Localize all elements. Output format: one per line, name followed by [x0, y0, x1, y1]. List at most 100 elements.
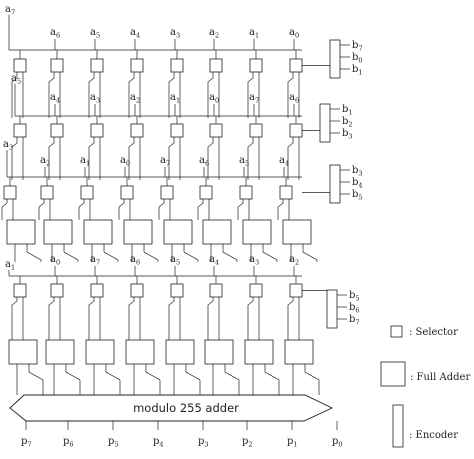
adder-carry-wire — [28, 364, 44, 395]
selector-row-1-col-4 — [130, 58, 144, 73]
selector-row-1-col-3 — [90, 58, 104, 73]
input-label-row-2-3: a2 — [130, 92, 140, 105]
input-label-row-4-6: a3 — [249, 254, 259, 267]
adder-carry-wire — [264, 364, 280, 395]
full-adder-row-1-col-6 — [202, 219, 232, 245]
selector-row-1-col-8 — [289, 58, 303, 73]
selector-row-2-col-2 — [50, 123, 64, 138]
selector-row-1-col-5 — [170, 58, 184, 73]
encoder-output-row-4-2: b6 — [349, 302, 360, 315]
full-adder-row-2-col-5 — [165, 339, 195, 365]
selector-output-wire — [207, 297, 214, 340]
output-label-4: p4 — [153, 436, 164, 449]
input-label-row-1-2: a5 — [90, 27, 100, 40]
input-label-row-1-7: a0 — [289, 27, 299, 40]
full-adder-row-2-col-3 — [85, 339, 115, 365]
selector-output-wire — [48, 72, 55, 118]
output-label-2: p6 — [63, 436, 74, 449]
input-label-row-3-2: a1 — [80, 155, 90, 168]
adder-carry-wire — [143, 244, 159, 262]
encoder-output-row-2-1: b1 — [342, 104, 353, 117]
selector-output-wire — [207, 72, 214, 118]
selector-row-2-col-8 — [289, 123, 303, 138]
adder-carry-wire — [26, 244, 42, 262]
legend-full-adder-symbol — [380, 361, 406, 387]
full-adder-row-2-col-2 — [45, 339, 75, 365]
selector-row-3-col-1 — [3, 185, 17, 200]
selector-output-wire — [88, 137, 95, 180]
control-label-row-2: a5 — [11, 73, 21, 86]
selector-output-wire — [168, 72, 175, 118]
selector-output-wire — [1, 199, 8, 220]
blocks — [3, 39, 341, 365]
full-adder-row-2-col-7 — [244, 339, 274, 365]
selector-output-wire — [128, 137, 135, 180]
input-label-row-2-6: a7 — [249, 92, 259, 105]
full-adder-row-2-col-6 — [204, 339, 234, 365]
output-label-3: p5 — [108, 436, 119, 449]
selector-output-wire — [207, 137, 214, 180]
full-adder-row-2-col-8 — [284, 339, 314, 365]
modulo-255-adder-block — [9, 394, 334, 422]
legend-full-adder-label: : Full Adder — [410, 372, 470, 383]
selector-output-wire — [118, 199, 125, 220]
full-adder-row-1-col-2 — [43, 219, 73, 245]
selector-row-3-col-8 — [279, 185, 293, 200]
control-label-row-4: a1 — [5, 259, 15, 272]
selector-row-3-col-6 — [199, 185, 213, 200]
selector-output-wire — [11, 137, 18, 180]
encoder-row-4 — [326, 289, 338, 329]
encoder-output-row-3-2: b4 — [352, 177, 363, 190]
legend-selector-symbol — [390, 325, 403, 338]
encoder-output-row-2-3: b3 — [342, 128, 353, 141]
input-label-row-1-1: a6 — [50, 27, 60, 40]
adder-carry-wire — [262, 244, 278, 262]
selector-output-wire — [11, 297, 18, 340]
selector-output-wire — [88, 72, 95, 118]
encoder-row-2 — [319, 103, 331, 143]
input-label-row-4-1: a0 — [50, 254, 60, 267]
full-adder-row-1-col-8 — [282, 219, 312, 245]
selector-output-wire — [287, 297, 294, 340]
input-label-row-4-3: a6 — [130, 254, 140, 267]
legend-encoder-symbol — [392, 404, 404, 448]
selector-row-3-col-4 — [120, 185, 134, 200]
selector-row-4-col-6 — [209, 283, 223, 298]
adder-carry-wire — [185, 364, 201, 395]
encoder-output-row-4-3: b7 — [349, 314, 360, 327]
adder-carry-wire — [105, 364, 121, 395]
adder-carry-wire — [224, 364, 240, 395]
encoder-output-row-1-3: b1 — [352, 64, 363, 77]
input-label-row-1-3: a4 — [130, 27, 140, 40]
selector-output-wire — [158, 199, 165, 220]
selector-output-wire — [287, 72, 294, 118]
selector-row-1-col-2 — [50, 58, 64, 73]
input-label-row-3-4: a7 — [160, 155, 170, 168]
selector-output-wire — [247, 72, 254, 118]
encoder-output-row-1-2: b0 — [352, 52, 363, 65]
selector-row-2-col-5 — [170, 123, 184, 138]
adder-carry-wire — [63, 244, 79, 262]
full-adder-row-1-col-1 — [6, 219, 36, 245]
input-label-row-1-5: a2 — [209, 27, 219, 40]
adder-carry-wire — [302, 244, 318, 262]
adder-carry-wire — [222, 244, 238, 262]
selector-row-1-col-6 — [209, 58, 223, 73]
selector-row-4-col-5 — [170, 283, 184, 298]
encoder-output-row-1-1: b7 — [352, 40, 363, 53]
full-adder-row-1-col-5 — [163, 219, 193, 245]
input-label-row-2-7: a6 — [289, 92, 299, 105]
selector-output-wire — [11, 72, 18, 118]
selector-row-4-col-8 — [289, 283, 303, 298]
selector-row-2-col-1 — [13, 123, 27, 138]
output-label-8: p0 — [332, 436, 343, 449]
input-label-row-3-3: a0 — [120, 155, 130, 168]
input-label-row-1-6: a1 — [249, 27, 259, 40]
selector-row-1-col-1 — [13, 58, 27, 73]
input-label-row-2-1: a4 — [50, 92, 60, 105]
encoder-output-row-2-2: b2 — [342, 116, 353, 129]
selector-output-wire — [237, 199, 244, 220]
input-label-row-4-2: a7 — [90, 254, 100, 267]
